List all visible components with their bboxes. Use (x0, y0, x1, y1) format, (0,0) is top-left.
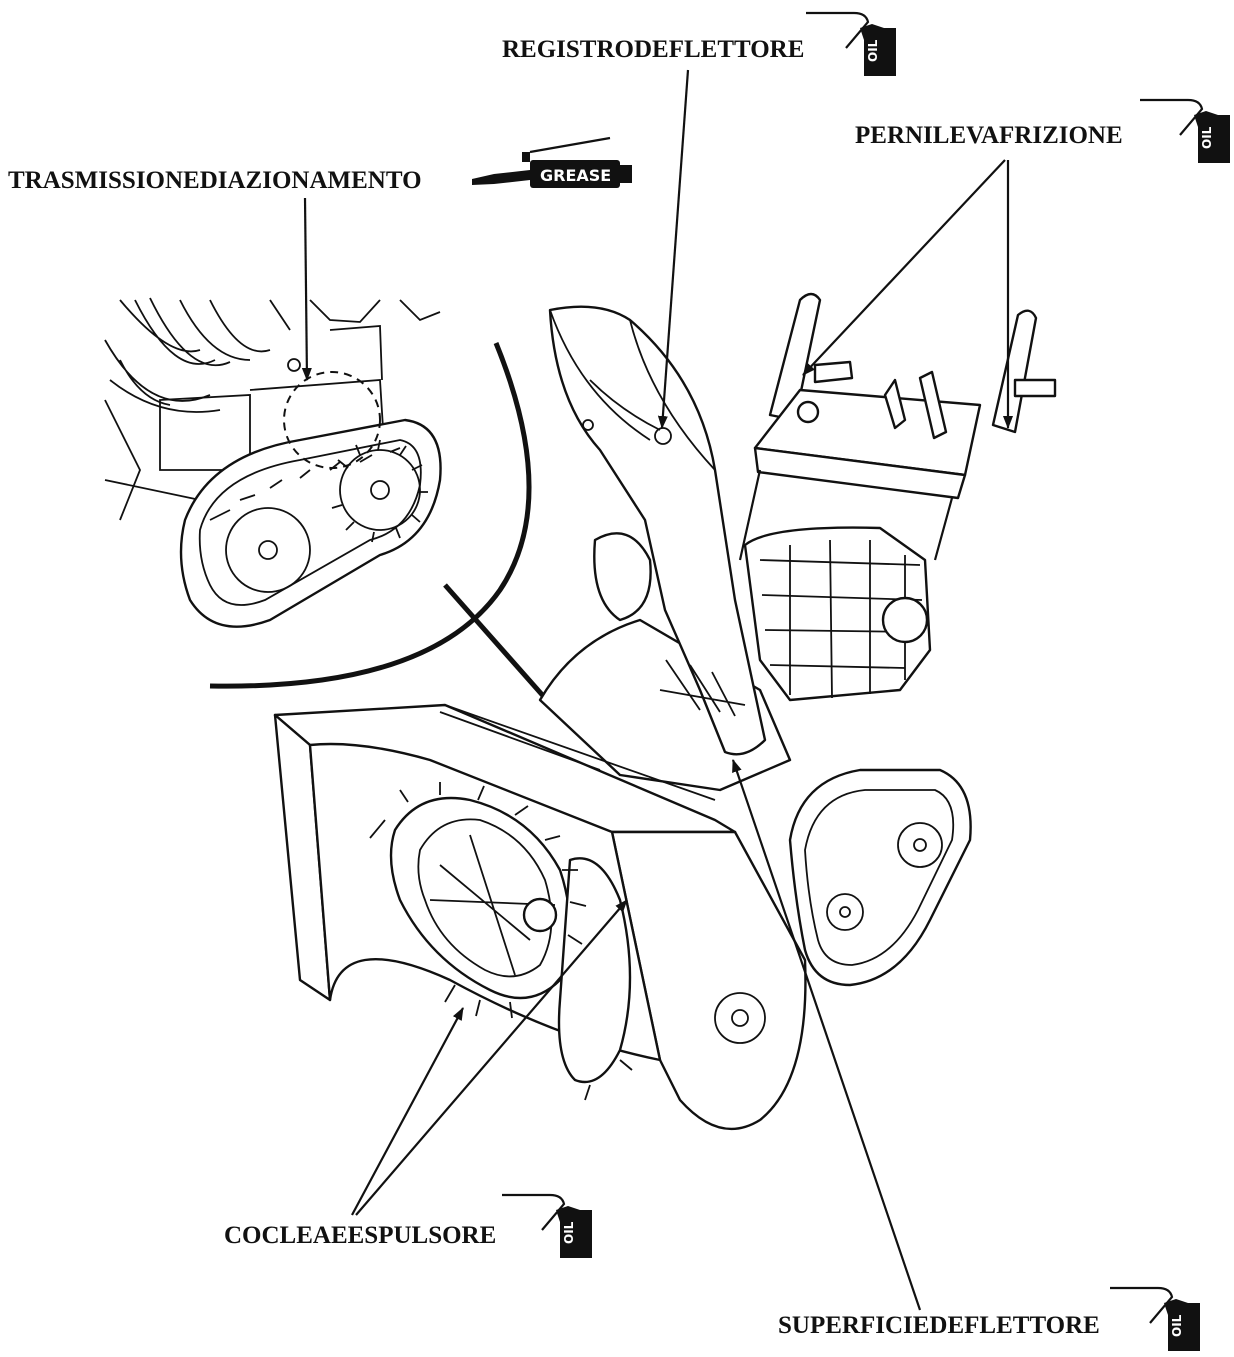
label-deflector-adjuster: REGISTRODEFLETTORE (502, 36, 804, 63)
svg-text:OIL: OIL (562, 1221, 576, 1244)
snowblower-machine (273, 292, 1057, 1130)
svg-text:OIL: OIL (1200, 126, 1214, 149)
svg-text:OIL: OIL (866, 39, 880, 62)
oil-can-icon: OIL (502, 1193, 592, 1258)
label-clutch-lever-pivots: PERNILEVAFRIZIONE (855, 122, 1123, 149)
label-auger-impeller: COCLEAEESPULSORE (224, 1222, 496, 1249)
svg-text:OIL: OIL (1170, 1314, 1184, 1337)
oil-can-icon: OIL (806, 11, 896, 76)
oil-can-icon: OIL (1110, 1286, 1200, 1351)
svg-text:GREASE: GREASE (540, 166, 611, 185)
oil-can-icon: OIL (1140, 98, 1230, 163)
label-deflector-surface: SUPERFICIEDEFLETTORE (778, 1312, 1100, 1339)
transmission-detail-inset (104, 297, 547, 700)
grease-gun-icon: GREASE (472, 136, 632, 188)
leader-lines (301, 69, 1013, 1311)
label-drive-transmission: TRASMISSIONEDIAZIONAMENTO (8, 167, 422, 194)
